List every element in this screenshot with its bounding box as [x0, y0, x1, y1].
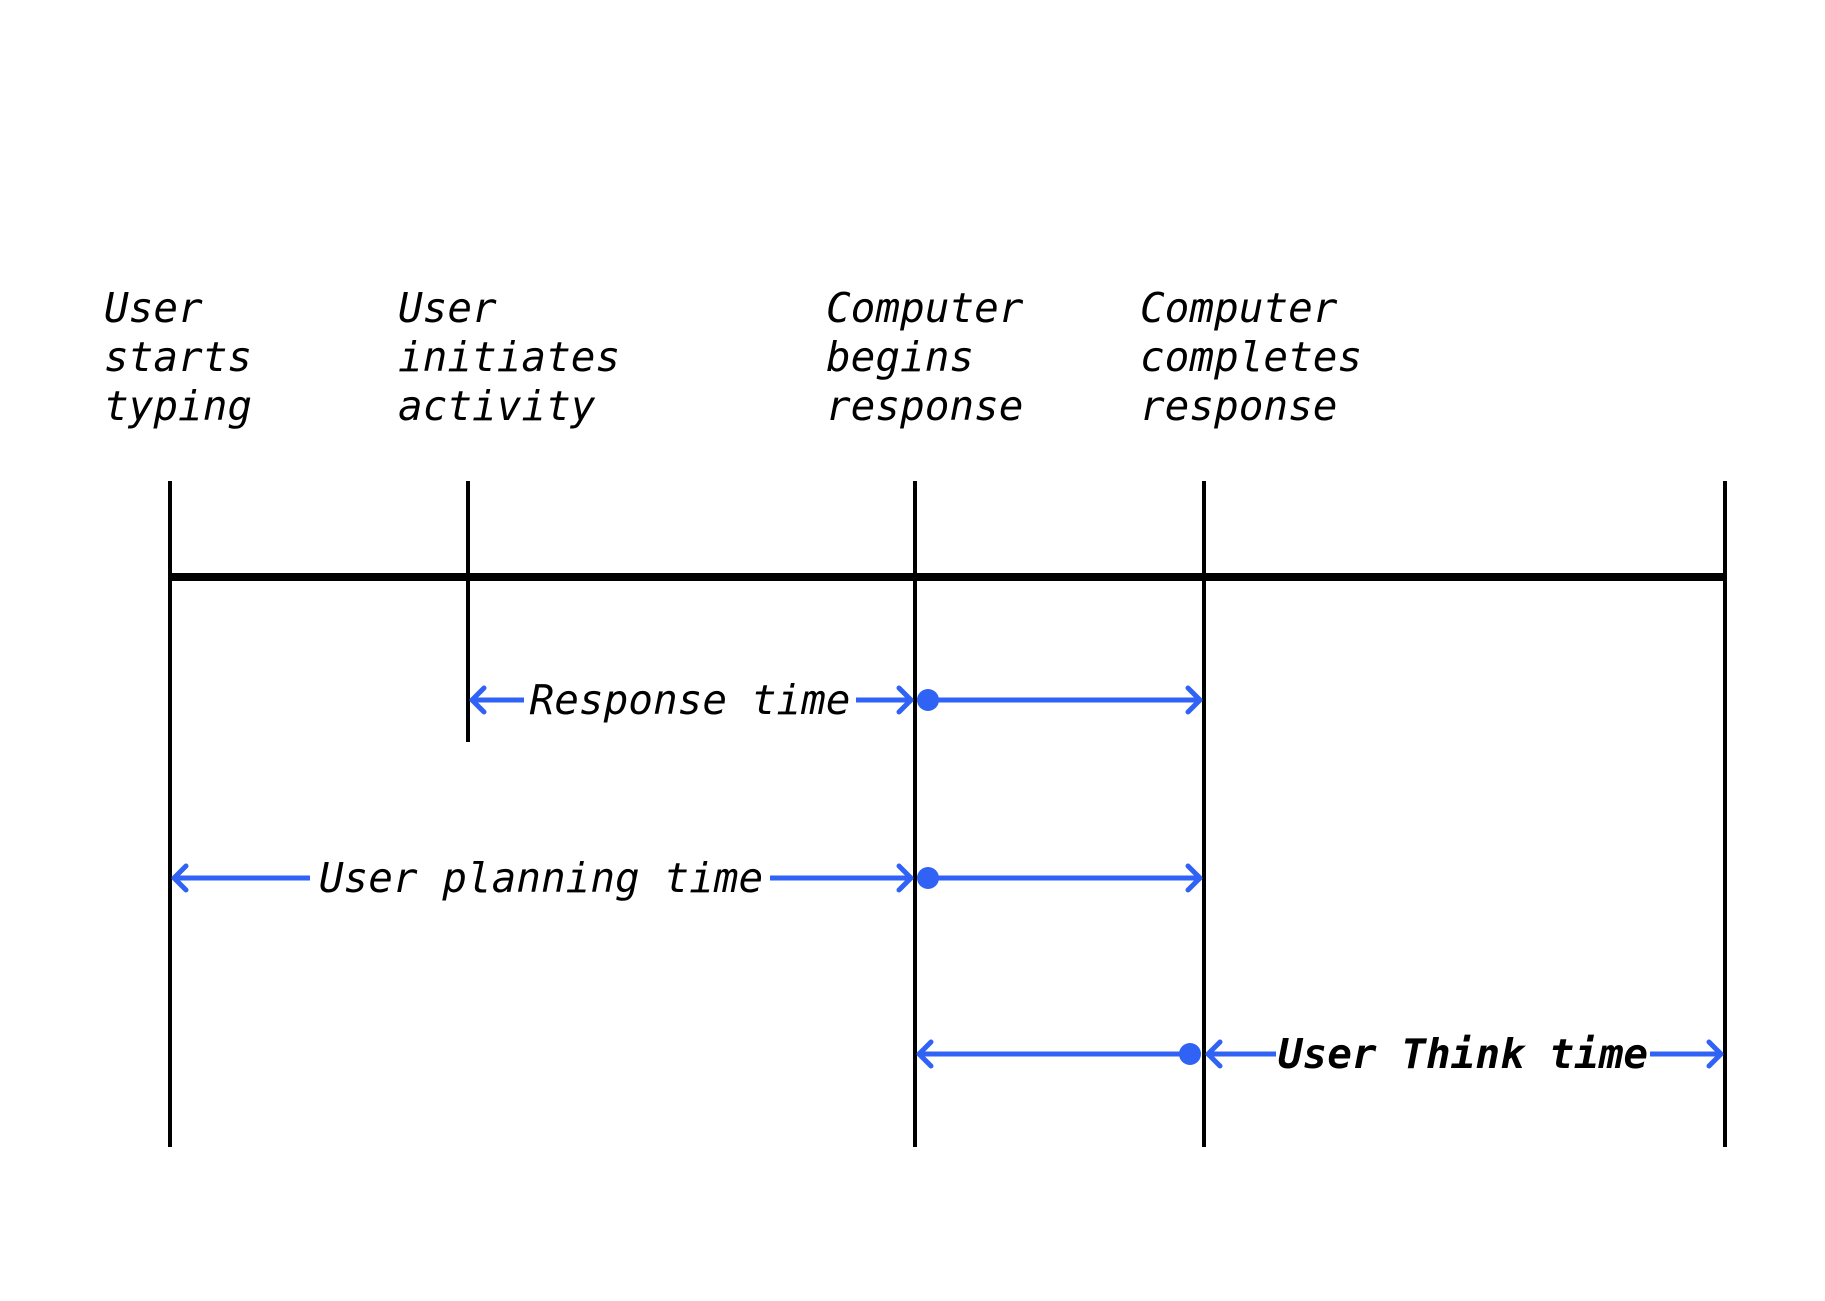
event-label-computer-completes-response: Computer completes response [1140, 284, 1387, 430]
arrow-head-left-icon [469, 685, 487, 715]
dot-marker-icon [1179, 1043, 1201, 1065]
event-label-user-starts-typing: User starts typing [104, 284, 277, 430]
arrow-head-left-icon [916, 1039, 934, 1069]
arrow-head-right-icon [896, 685, 914, 715]
event-label-computer-begins-response: Computer begins response [826, 284, 1048, 430]
arrow-head-right-icon [1706, 1039, 1724, 1069]
label-response-time: Response time [530, 676, 851, 724]
interval-user-think-time: User Think time [916, 1030, 1724, 1078]
interval-response-time: Response time [469, 676, 1203, 724]
label-user-planning-time: User planning time [319, 854, 763, 902]
arrow-head-left-icon [171, 863, 189, 893]
interval-user-planning-time: User planning time [171, 854, 1203, 902]
arrow-head-right-icon [896, 863, 914, 893]
arrow-head-right-icon [1185, 863, 1203, 893]
arrow-head-left-icon [1205, 1039, 1223, 1069]
label-user-think-time: User Think time [1278, 1030, 1648, 1078]
arrow-head-right-icon [1185, 685, 1203, 715]
event-label-user-initiates-activity: User initiates activity [398, 284, 645, 430]
